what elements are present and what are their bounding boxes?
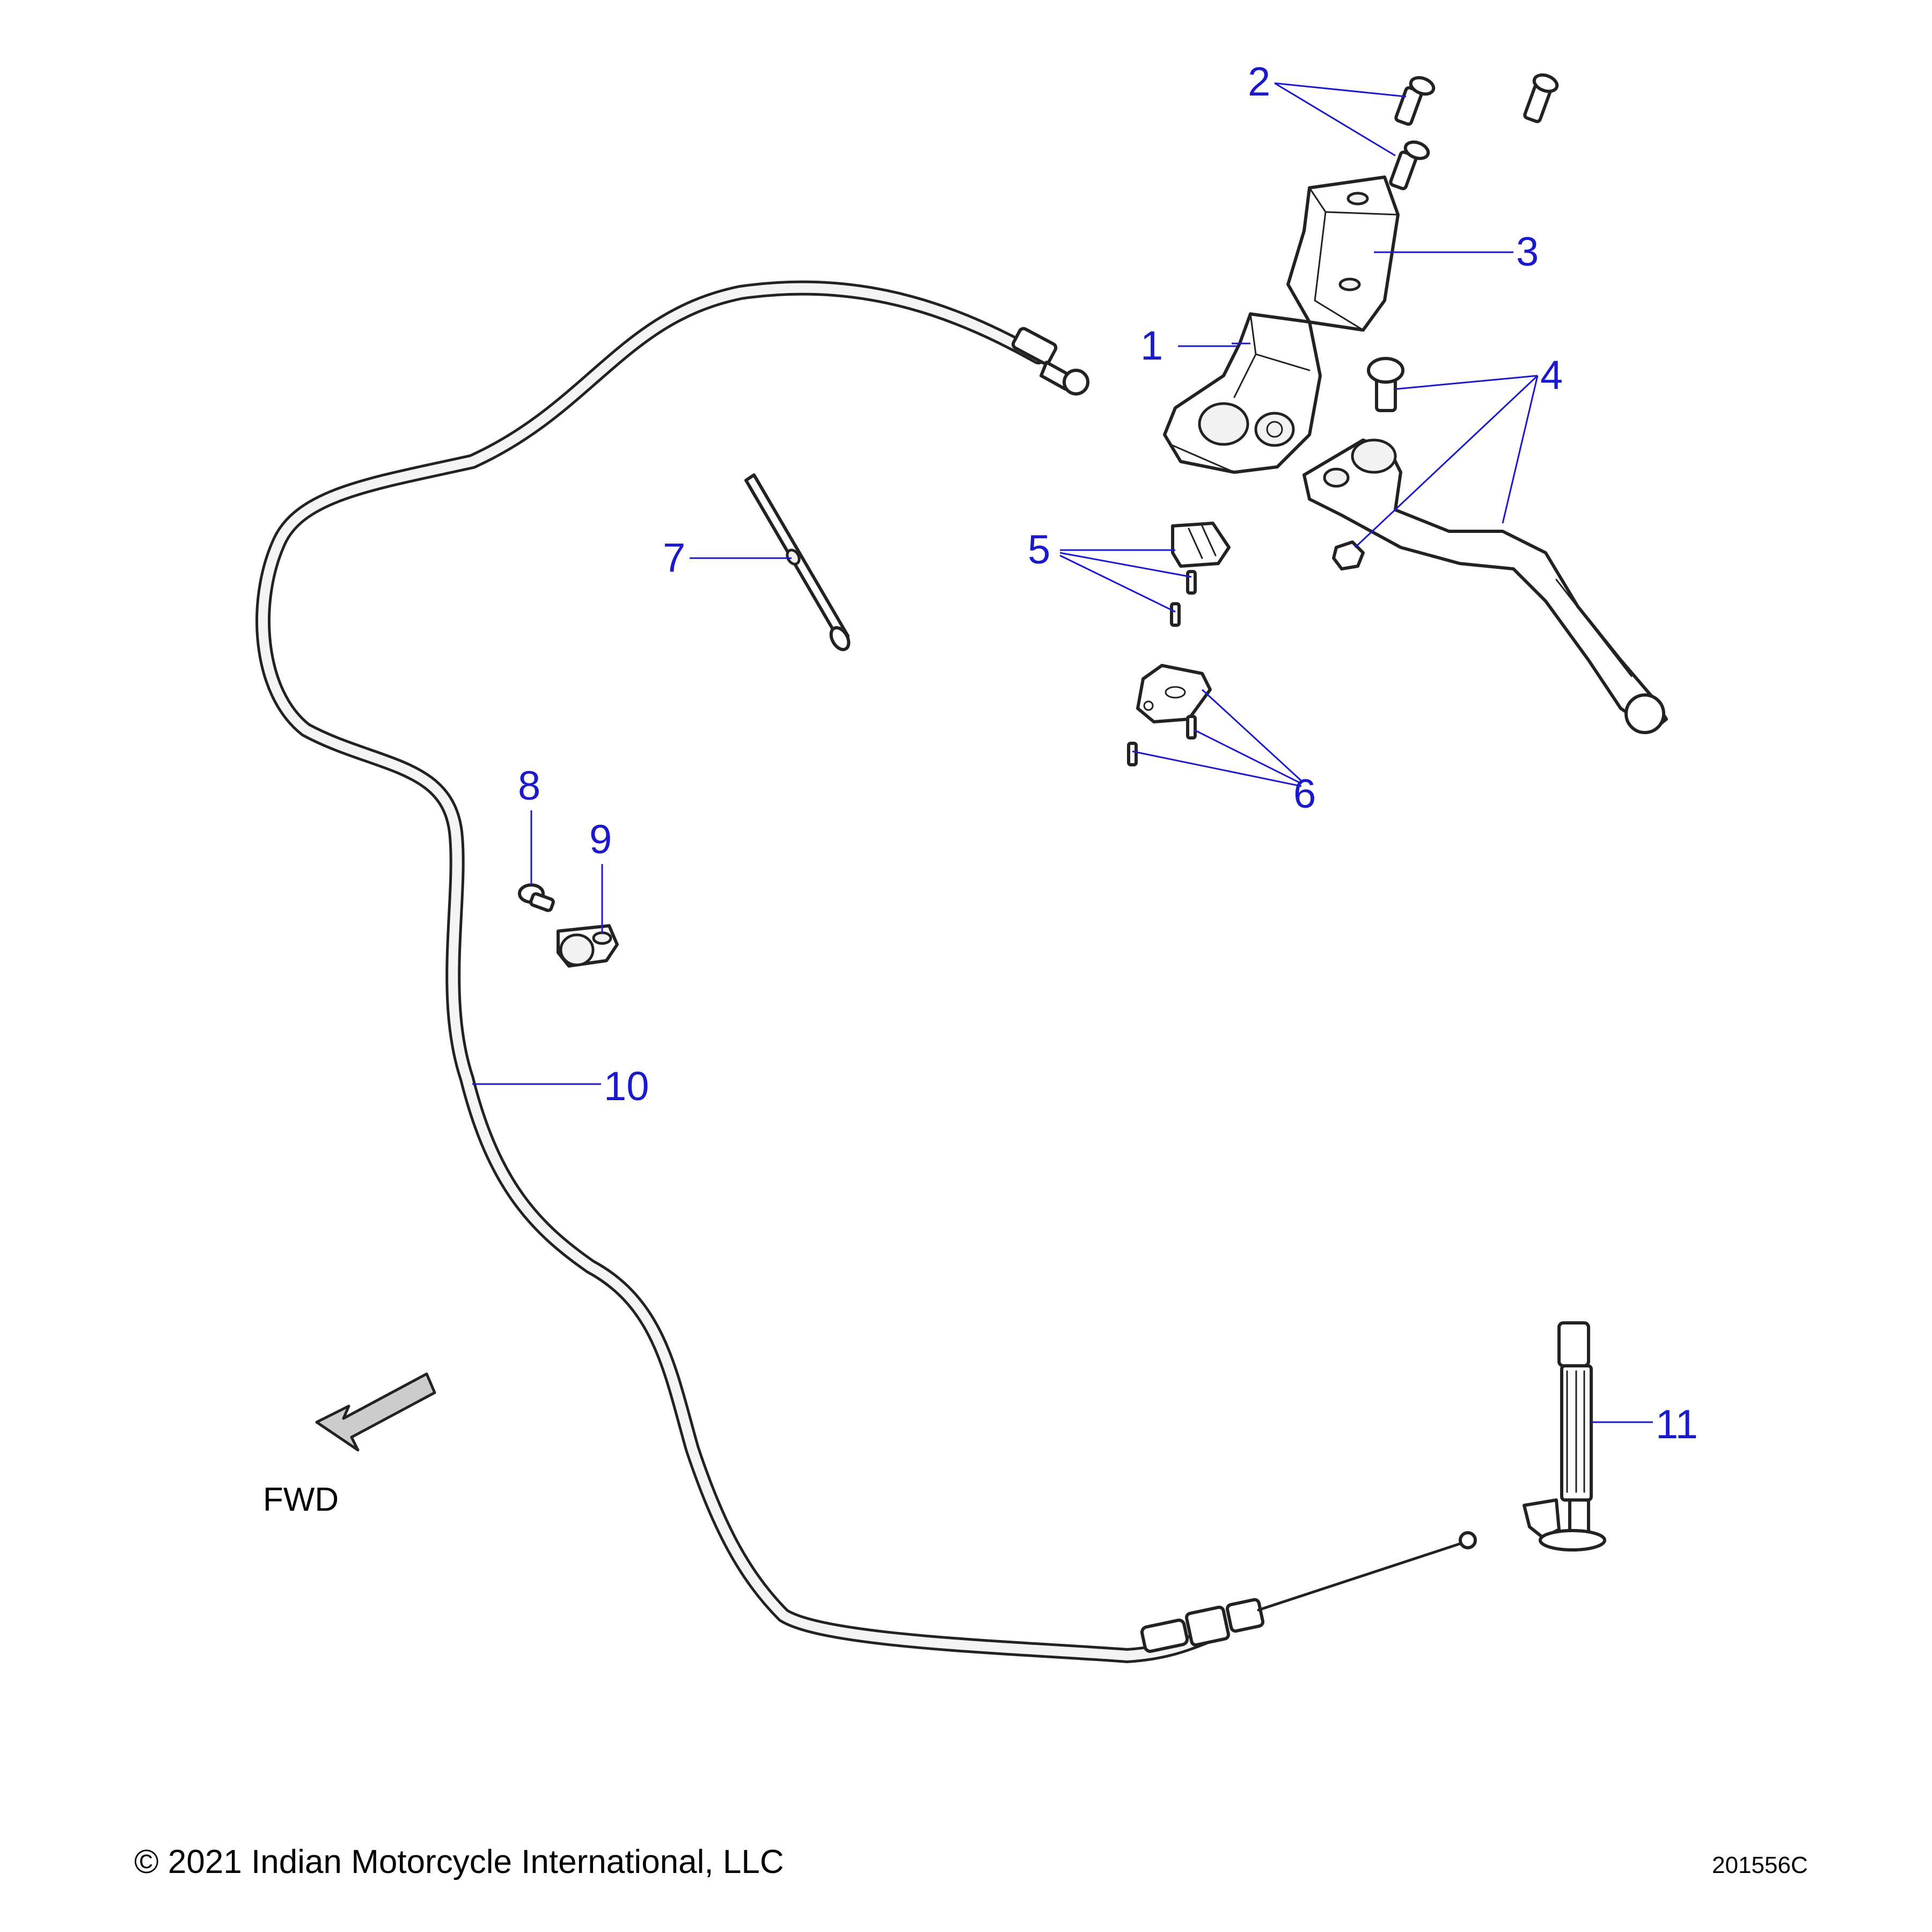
drawing-code: 201556C [1712, 1852, 1808, 1878]
callout-2: 2 [1248, 59, 1270, 105]
callout-labels: 1 2 3 4 5 6 7 8 9 10 11 [518, 59, 1698, 1447]
bolt [518, 883, 555, 912]
forward-arrow [315, 1372, 436, 1452]
callout-8: 8 [518, 763, 540, 809]
callout-9: 9 [589, 817, 612, 862]
switch-bracket [1127, 664, 1212, 766]
clamp [1286, 175, 1400, 332]
copyright-text: © 2021 Indian Motorcycle International, … [134, 1843, 784, 1880]
callout-3: 3 [1516, 229, 1539, 275]
callout-5: 5 [1028, 527, 1050, 573]
cable-tie [744, 473, 851, 652]
callout-1: 1 [1140, 323, 1163, 369]
lever-housing [1163, 312, 1322, 474]
callout-11: 11 [1656, 1402, 1698, 1447]
callout-6: 6 [1293, 771, 1316, 817]
callout-10: 10 [604, 1064, 649, 1109]
cable-clamp [557, 924, 619, 968]
leader-lines [472, 82, 1653, 1423]
release-shaft [1523, 1321, 1606, 1552]
clutch-lever [1302, 357, 1668, 734]
screws [1389, 73, 1559, 191]
callout-4: 4 [1540, 353, 1563, 398]
fwd-label: FWD [263, 1481, 339, 1518]
callout-7: 7 [663, 535, 685, 581]
switch [1170, 522, 1231, 627]
clutch-cable [255, 280, 1477, 1663]
